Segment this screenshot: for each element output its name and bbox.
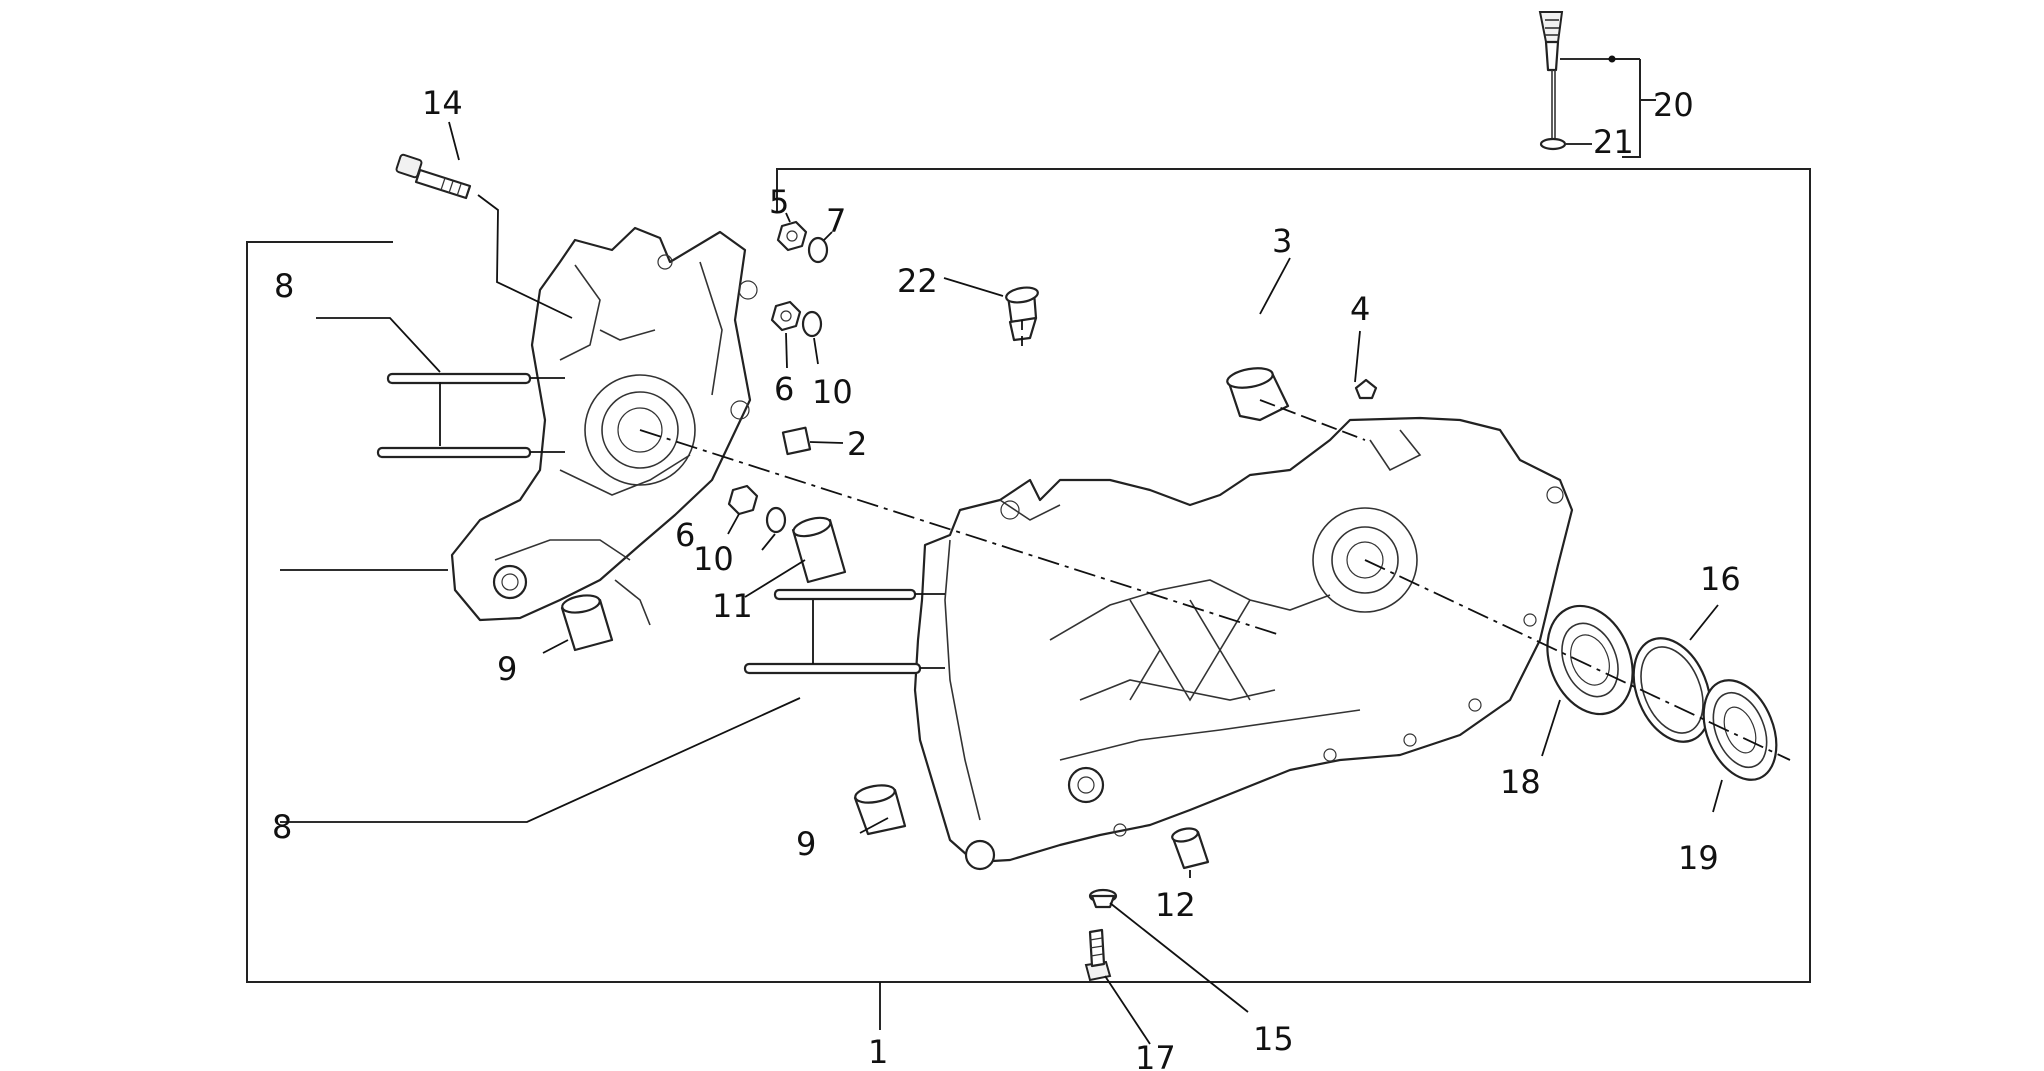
callout-15: 15 <box>1253 1020 1294 1058</box>
callout-6-lower: 6 <box>675 516 695 554</box>
leader-lines <box>280 121 1791 1045</box>
stud-bolts <box>376 372 945 675</box>
callout-20: 20 <box>1653 86 1694 124</box>
callout-14: 14 <box>422 84 463 122</box>
bearing-seal-group <box>1546 604 1778 781</box>
callout-12: 12 <box>1155 886 1196 924</box>
small-parts <box>560 220 1378 870</box>
callout-22: 22 <box>897 262 938 300</box>
callout-8-lower: 8 <box>272 808 292 846</box>
callout-10-lower: 10 <box>693 540 734 578</box>
callout-21: 21 <box>1593 123 1634 161</box>
callout-11: 11 <box>712 587 753 625</box>
drain-plug-and-screw <box>1084 888 1118 982</box>
left-crankcase-half <box>450 226 758 626</box>
callout-8-upper: 8 <box>274 267 294 305</box>
callout-5: 5 <box>769 183 789 221</box>
bolt-part <box>395 153 472 200</box>
callout-18: 18 <box>1500 763 1541 801</box>
callout-10-upper: 10 <box>812 373 853 411</box>
callout-labels: 1 2 3 4 5 6 6 7 8 8 9 9 10 10 11 12 14 1… <box>272 84 1741 1071</box>
callout-9-left: 9 <box>497 650 517 688</box>
callout-17: 17 <box>1135 1039 1176 1071</box>
callout-19: 19 <box>1678 839 1719 877</box>
callout-6-upper: 6 <box>774 370 794 408</box>
callout-9-right: 9 <box>796 825 816 863</box>
callout-7: 7 <box>826 202 846 240</box>
callout-2: 2 <box>847 425 867 463</box>
right-crankcase-half <box>913 416 1574 871</box>
callout-16: 16 <box>1700 560 1741 598</box>
dipstick-part <box>1538 11 1616 151</box>
callout-4: 4 <box>1350 290 1370 328</box>
callout-1: 1 <box>868 1033 888 1071</box>
callout-3: 3 <box>1272 222 1292 260</box>
